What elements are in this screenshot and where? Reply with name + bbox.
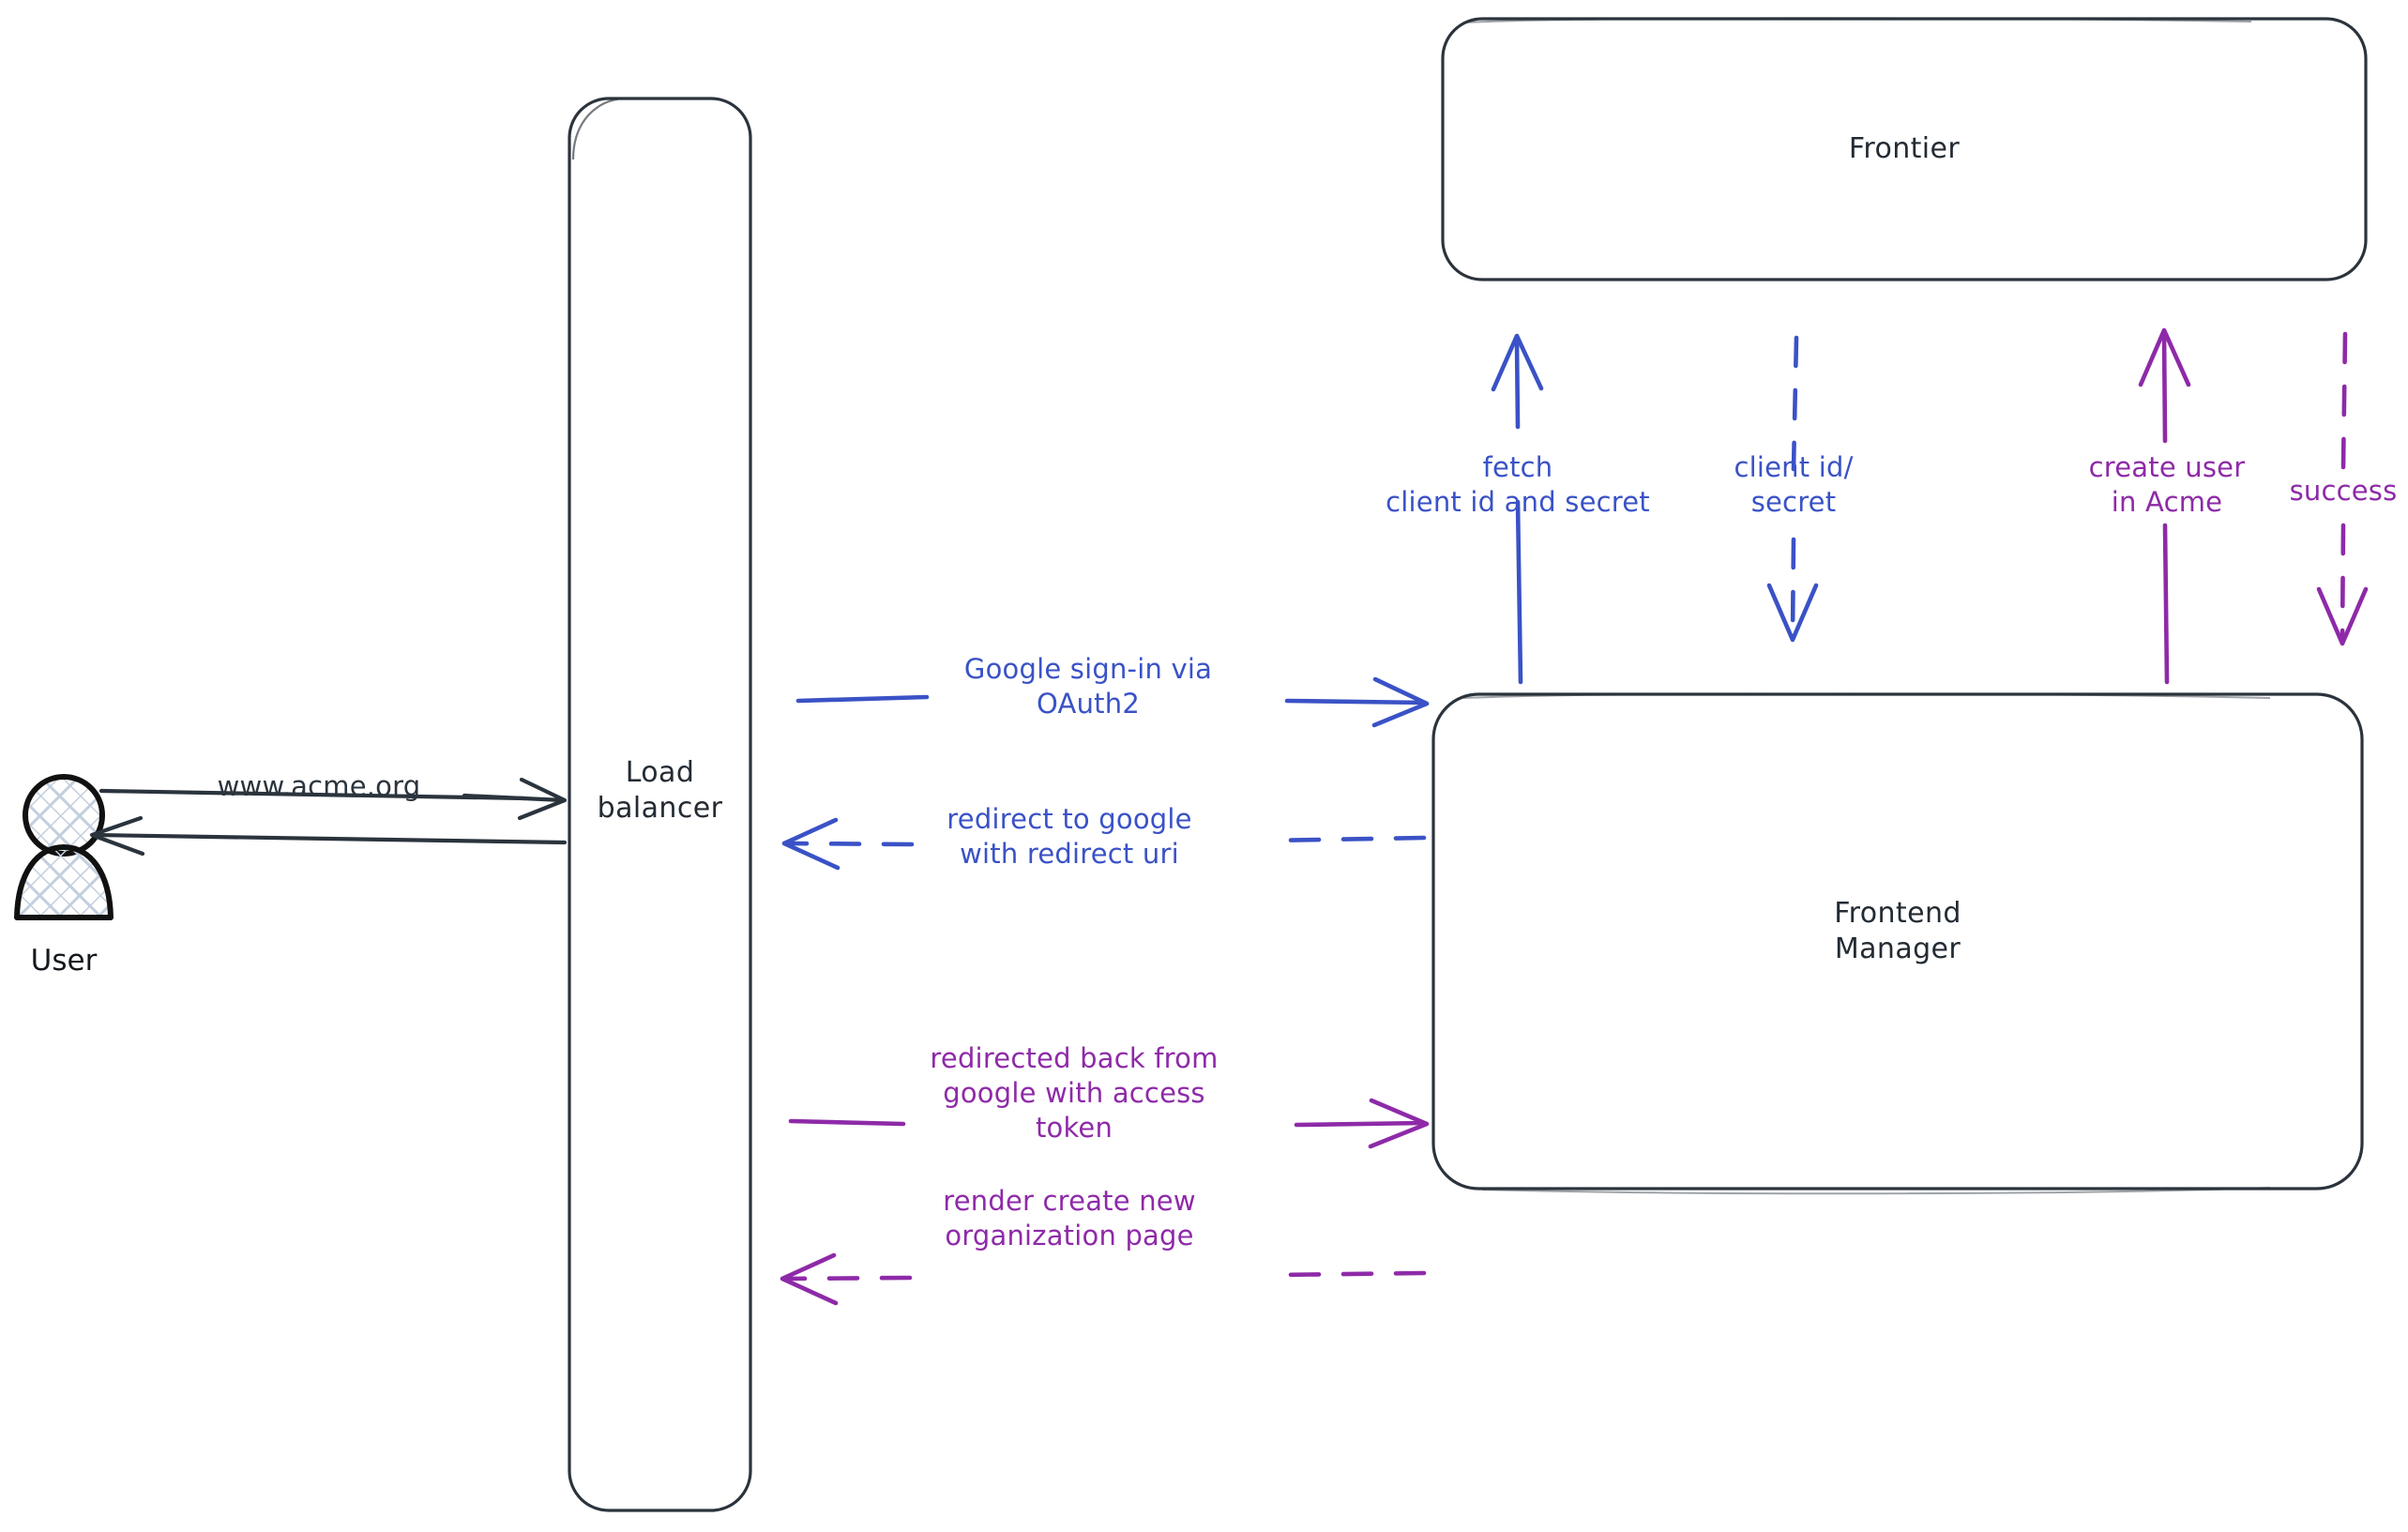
node-frontend-manager[interactable] bbox=[1431, 692, 2364, 1195]
person-icon bbox=[14, 774, 114, 920]
edge-frontier-to-fm-creds bbox=[1766, 335, 1819, 643]
edge-lb-to-user bbox=[89, 815, 568, 857]
edge-fm-to-frontier-create bbox=[2138, 327, 2191, 685]
edge-lb-to-fm-token bbox=[788, 1098, 1430, 1149]
edge-fm-to-lb-redirect bbox=[781, 817, 1427, 871]
node-frontier[interactable] bbox=[1441, 17, 2368, 281]
edge-frontier-to-fm-success bbox=[2316, 331, 2369, 646]
edge-user-to-lb bbox=[98, 777, 568, 821]
edge-fm-to-lb-render bbox=[780, 1252, 1427, 1306]
edge-lb-to-fm-signin bbox=[795, 676, 1430, 728]
edge-fm-to-frontier-fetch bbox=[1491, 333, 1544, 685]
node-load-balancer[interactable] bbox=[568, 97, 752, 1512]
